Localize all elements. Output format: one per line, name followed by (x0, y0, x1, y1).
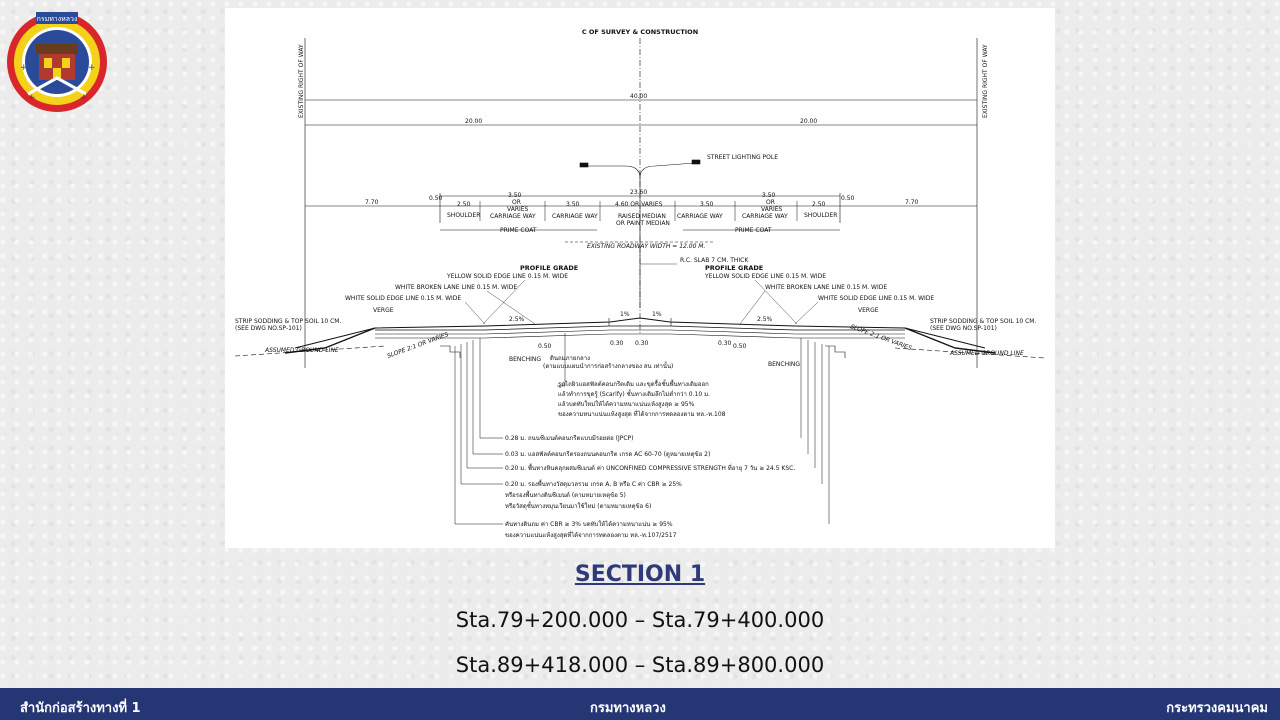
svg-text:2.5%: 2.5% (509, 316, 525, 323)
svg-text:VARIES: VARIES (761, 206, 783, 213)
note-1d: ของความหนาแน่นแห้งสูงสุด ที่ได้จากการทดล… (558, 410, 726, 418)
row-left-label: EXISTING RIGHT OF WAY (298, 44, 305, 118)
ground-line-left: ASSUMED GROUND LINE (264, 347, 339, 354)
yellow-line-left: YELLOW SOLID EDGE LINE 0.15 M. WIDE (446, 273, 568, 280)
svg-text:VARIES: VARIES (507, 206, 529, 213)
dim-half-left: 20.00 (465, 118, 482, 125)
svg-text:1%: 1% (652, 311, 662, 318)
svg-text:0.30: 0.30 (635, 340, 649, 347)
shoulder-right: SHOULDER (804, 212, 837, 219)
dim-250-left: 2.50 (457, 201, 471, 208)
layer-4b: หรือรองพื้นทางดินซีเมนต์ (ตามหมายเหตุข้อ… (505, 489, 626, 499)
dim-050-left: 0.50 (429, 195, 443, 202)
svg-text:SLOPE 2:1 OR VARIES: SLOPE 2:1 OR VARIES (386, 331, 449, 360)
prime-coat-left: PRIME COAT (500, 227, 537, 234)
centerline-label: C OF SURVEY & CONSTRUCTION (582, 28, 698, 36)
strip-right-1: STRIP SODDING & TOP SOIL 10 CM. (930, 318, 1036, 325)
svg-text:3.50: 3.50 (700, 201, 714, 208)
dim-total: 40.00 (630, 93, 647, 100)
fill-note-1: ดินถมภายกลาง (550, 355, 590, 362)
dim-half-right: 20.00 (800, 118, 817, 125)
verge-right: VERGE (858, 307, 879, 314)
layer-2: 0.03 ม. แอสฟัลต์คอนกรีตรองถนนคอนกรีต เกร… (505, 450, 710, 458)
svg-text:0.30: 0.30 (718, 340, 732, 347)
benching-right: BENCHING (768, 361, 800, 368)
strip-left-1: STRIP SODDING & TOP SOIL 10 CM. (235, 318, 341, 325)
note-1c: แล้วบดทับใหม่ให้ได้ความหนาแน่นแห้งสูงสุด… (558, 400, 695, 408)
strip-right-2: (SEE DWG NO.SP-101) (930, 325, 997, 332)
svg-text:3.50: 3.50 (566, 201, 580, 208)
layer-4c: หรือวัสดุชั้นทางหมุนเวียนมาใช้ใหม่ (ตามห… (505, 500, 651, 510)
ground-line-right: ASSUMED GROUND LINE (949, 350, 1024, 357)
profile-grade-right: PROFILE GRADE (705, 264, 763, 272)
layer-3: 0.20 ม. พื้นทางหินคลุกผสมซีเมนต์ ค่า UNC… (505, 462, 795, 472)
profile-grade-left: PROFILE GRADE (520, 264, 578, 272)
station-range-1: Sta.79+200.000 – Sta.79+400.000 (455, 608, 825, 632)
layer-5a: คันทางดินถม ค่า CBR ≥ 3% บดทับให้ได้ความ… (505, 520, 673, 528)
logo-text: กรมทางหลวง (37, 15, 78, 23)
white-solid-left: WHITE SOLID EDGE LINE 0.15 M. WIDE (345, 295, 461, 302)
white-broken-left: WHITE BROKEN LANE LINE 0.15 M. WIDE (395, 284, 517, 291)
benching-left: BENCHING (509, 356, 541, 363)
station-range-2: Sta.89+418.000 – Sta.89+800.000 (455, 653, 825, 677)
svg-text:+: + (20, 63, 28, 73)
row-right-label: EXISTING RIGHT OF WAY (982, 44, 989, 118)
dim-roadway: 23.60 (630, 189, 647, 196)
department-logo: กรมทางหลวง + + + + (7, 12, 107, 112)
svg-text:0.50: 0.50 (538, 343, 552, 350)
svg-text:1%: 1% (620, 311, 630, 318)
footer-center: กรมทางหลวง (590, 701, 666, 716)
svg-text:3.50: 3.50 (508, 192, 522, 199)
strip-left-2: (SEE DWG NO.SP-101) (235, 325, 302, 332)
cross-section-drawing: C OF SURVEY & CONSTRUCTION EXISTING RIGH… (225, 8, 1055, 548)
layer-5b: ของความแน่นแห้งสูงสุดที่ได้จากการทดลองตา… (505, 531, 677, 539)
layer-4a: 0.20 ม. รองพื้นทางวัสดุมวลรวม เกรด A, B … (505, 478, 682, 488)
dim-050-right: 0.50 (841, 195, 855, 202)
median-label-1: RAISED MEDIAN (618, 213, 666, 220)
footer-bar: สำนักก่อสร้างทางที่ 1 กรมทางหลวง กระทรวง… (0, 688, 1280, 720)
shoulder-left: SHOULDER (447, 212, 480, 219)
svg-text:OR: OR (512, 199, 521, 206)
footer-left: สำนักก่อสร้างทางที่ 1 (20, 701, 141, 716)
fill-note-2: (ตามแบบแผนนำการก่อสร้างกลางของ สน เท่านั… (543, 360, 673, 370)
prime-coat-right: PRIME COAT (735, 227, 772, 234)
carriageway-right-2: CARRIAGE WAY (677, 213, 723, 220)
median-label-2: OR PAINT MEDIAN (616, 220, 670, 227)
svg-text:OR: OR (766, 199, 775, 206)
svg-text:+: + (28, 93, 36, 103)
svg-text:0.50: 0.50 (733, 343, 747, 350)
layer-1: 0.28 ม. ถนนซีเมนต์คอนกรีตแบบมีรอยต่อ (JP… (505, 434, 633, 442)
svg-text:+: + (80, 93, 88, 103)
svg-text:3.50: 3.50 (762, 192, 776, 199)
section-title: SECTION 1 (574, 562, 706, 587)
existing-width-label: EXISTING ROADWAY WIDTH = 12.00 M. (587, 243, 705, 250)
white-broken-right: WHITE BROKEN LANE LINE 0.15 M. WIDE (765, 284, 887, 291)
note-1b: แล้วทำการขุดรู้ (Scarify) ชั้นทางเดิมลึก… (558, 388, 710, 398)
svg-text:2.50: 2.50 (812, 201, 826, 208)
svg-text:4.60 OR VARIES: 4.60 OR VARIES (615, 201, 663, 208)
carriageway-left-1: CARRIAGE WAY (490, 213, 536, 220)
footer-right: กระทรวงคมนาคม (1166, 701, 1268, 716)
dim-770-right: 7.70 (905, 199, 919, 206)
dim-770-left: 7.70 (365, 199, 379, 206)
svg-text:0.30: 0.30 (610, 340, 624, 347)
rc-slab-label: R.C. SLAB 7 CM. THICK (680, 257, 749, 264)
carriageway-left-2: CARRIAGE WAY (552, 213, 598, 220)
verge-left: VERGE (373, 307, 394, 314)
carriageway-right-1: CARRIAGE WAY (742, 213, 788, 220)
street-light-label: STREET LIGHTING POLE (707, 154, 778, 161)
svg-text:+: + (88, 63, 96, 73)
note-1a: รูดไถผิวแอสฟัลต์คอนกรีตเดิม และขุดรื้อชั… (558, 378, 709, 388)
white-solid-right: WHITE SOLID EDGE LINE 0.15 M. WIDE (818, 295, 934, 302)
svg-text:2.5%: 2.5% (757, 316, 773, 323)
yellow-line-right: YELLOW SOLID EDGE LINE 0.15 M. WIDE (704, 273, 826, 280)
